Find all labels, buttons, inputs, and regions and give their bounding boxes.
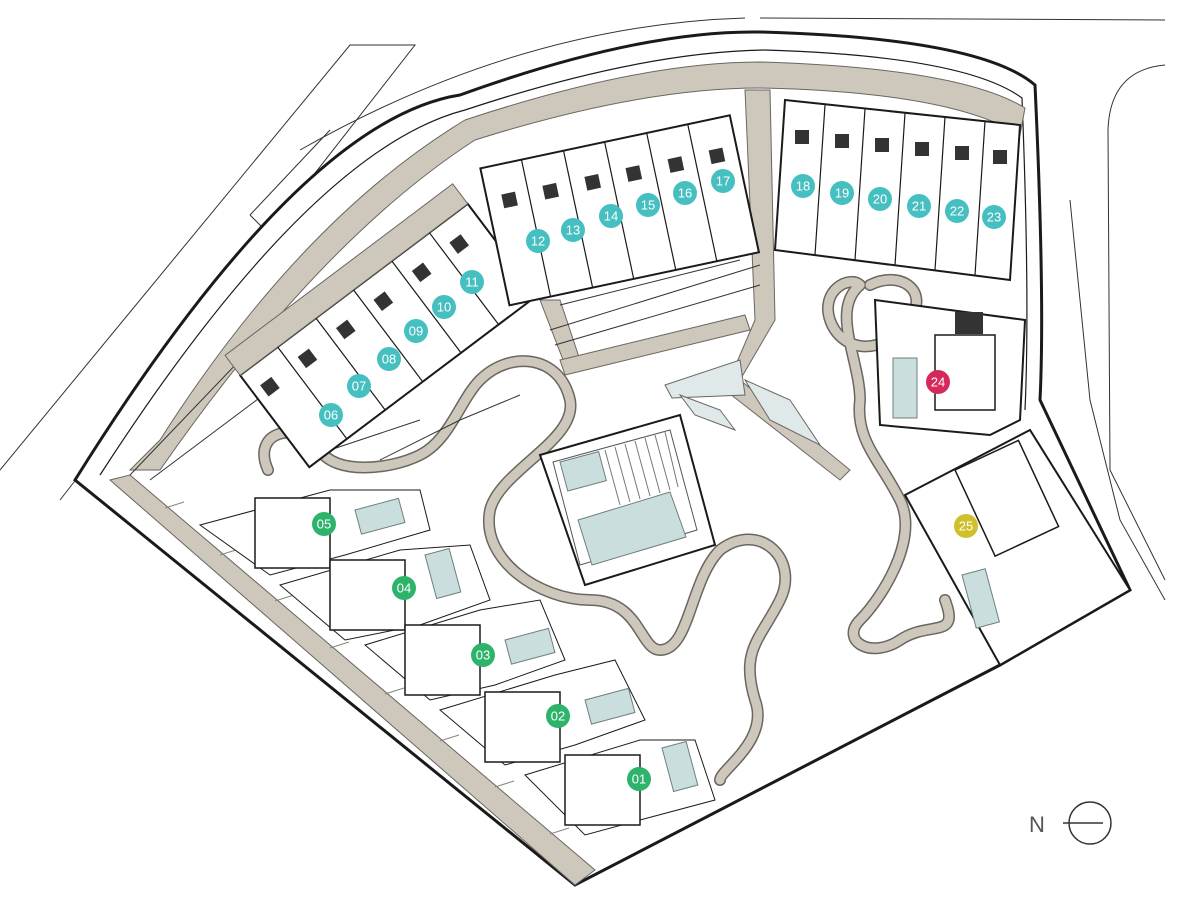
plot-number-label: 25 [959,519,973,534]
plot-number-label: 23 [987,210,1001,225]
plot-marker-11[interactable]: 11 [460,270,484,294]
perimeter-walkway-joints [164,501,570,835]
north-label: N [1029,812,1045,837]
plot-marker-09[interactable]: 09 [404,319,428,343]
plot-marker-circle [982,205,1006,229]
plot-marker-circle [377,347,401,371]
plot-number-label: 15 [641,198,655,213]
plot-marker-15[interactable]: 15 [636,193,660,217]
plot-marker-12[interactable]: 12 [526,229,550,253]
plot-marker-circle [636,193,660,217]
plot-marker-25[interactable]: 25 [954,514,978,538]
plot-marker-14[interactable]: 14 [599,204,623,228]
plot-marker-01[interactable]: 01 [627,767,651,791]
north-arrow: N [1029,801,1112,845]
plot-number-label: 02 [551,709,565,724]
plot-marker-circle [404,319,428,343]
plot-number-label: 03 [476,648,490,663]
plot-marker-circle [347,374,371,398]
plot-marker-circle [392,576,416,600]
plot-number-label: 22 [950,204,964,219]
plot-marker-17[interactable]: 17 [711,169,735,193]
plot-markers: 01 02 03 04 05 06 07 08 09 10 11 12 13 14 15 16 17 18 19 20… [312,169,1006,791]
plot-marker-06[interactable]: 06 [319,403,343,427]
plot-number-label: 01 [632,772,646,787]
plot-marker-circle [926,370,950,394]
plot-marker-circle [907,194,931,218]
villa-plot-01 [524,739,716,836]
plot-marker-circle [627,767,651,791]
apartment-building-25 [903,428,1132,667]
plot-marker-circle [830,181,854,205]
villa-plot-02 [438,659,646,766]
plot-marker-circle [561,218,585,242]
plot-marker-circle [312,512,336,536]
perimeter-walkway [108,474,596,886]
plot-marker-circle [526,229,550,253]
main-walkways [539,89,851,481]
plot-marker-20[interactable]: 20 [868,187,892,211]
plot-number-label: 19 [835,186,849,201]
plot-marker-circle [868,187,892,211]
plot-number-label: 20 [873,192,887,207]
plot-number-label: 12 [531,234,545,249]
plot-number-label: 09 [409,324,423,339]
plot-marker-circle [546,704,570,728]
plot-marker-16[interactable]: 16 [673,181,697,205]
plot-marker-05[interactable]: 05 [312,512,336,536]
plot-marker-circle [432,295,456,319]
plot-number-label: 24 [931,375,945,390]
plot-number-label: 10 [437,300,451,315]
plot-marker-19[interactable]: 19 [830,181,854,205]
plot-marker-13[interactable]: 13 [561,218,585,242]
plot-marker-10[interactable]: 10 [432,295,456,319]
plot-marker-21[interactable]: 21 [907,194,931,218]
plot-number-label: 17 [716,174,730,189]
plot-marker-07[interactable]: 07 [347,374,371,398]
inner-boundary [99,49,1028,476]
plot-marker-circle [791,174,815,198]
plot-marker-circle [673,181,697,205]
plot-number-label: 04 [397,581,411,596]
plot-number-label: 05 [317,517,331,532]
plot-marker-circle [711,169,735,193]
apartment-building-24 [873,298,1027,437]
plot-marker-23[interactable]: 23 [982,205,1006,229]
central-pool [538,413,717,587]
villa-plots [198,489,716,836]
plot-number-label: 21 [912,199,926,214]
villa-plot-04 [278,544,491,641]
plot-number-label: 07 [352,379,366,394]
plot-number-label: 11 [465,275,479,290]
plot-marker-circle [460,270,484,294]
plot-marker-22[interactable]: 22 [945,199,969,223]
plot-number-label: 14 [604,209,618,224]
plot-marker-circle [471,643,495,667]
plot-number-label: 13 [566,223,580,238]
plot-number-label: 08 [382,352,396,367]
plot-number-label: 06 [324,408,338,423]
plot-marker-24[interactable]: 24 [926,370,950,394]
plot-marker-18[interactable]: 18 [791,174,815,198]
plot-number-label: 18 [796,179,810,194]
north-walkway [128,61,1026,471]
plot-number-label: 16 [678,186,692,201]
plot-marker-circle [954,514,978,538]
villa-plot-05 [198,489,431,576]
plot-marker-08[interactable]: 08 [377,347,401,371]
plot-marker-02[interactable]: 02 [546,704,570,728]
townhouse-block-east [773,98,1022,282]
plot-marker-circle [599,204,623,228]
plot-marker-circle [945,199,969,223]
plot-marker-03[interactable]: 03 [471,643,495,667]
villa-plot-03 [363,599,566,701]
plot-marker-circle [319,403,343,427]
garden-paths [258,274,955,786]
plot-marker-04[interactable]: 04 [392,576,416,600]
